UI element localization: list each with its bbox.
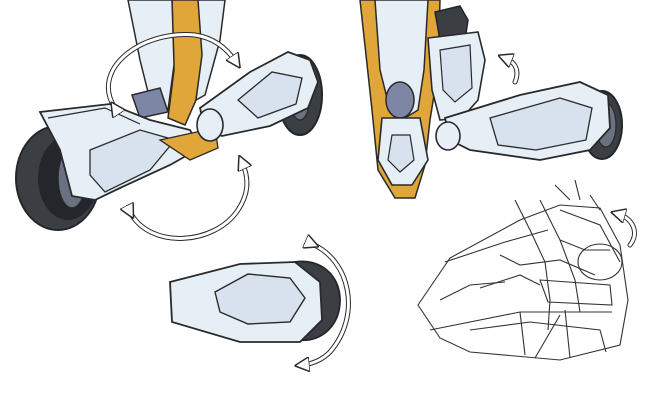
right-knee-disk xyxy=(435,121,461,151)
right-leg-figure xyxy=(359,0,623,199)
foot-detail-figure xyxy=(169,244,351,365)
right-leg-armor xyxy=(374,0,429,119)
left-knee-disk xyxy=(196,108,224,142)
line-sketch-figure xyxy=(417,179,637,361)
right-leg-joint xyxy=(385,81,415,119)
left-leg-figure xyxy=(15,0,323,241)
folded-wheel-pod xyxy=(434,5,469,41)
